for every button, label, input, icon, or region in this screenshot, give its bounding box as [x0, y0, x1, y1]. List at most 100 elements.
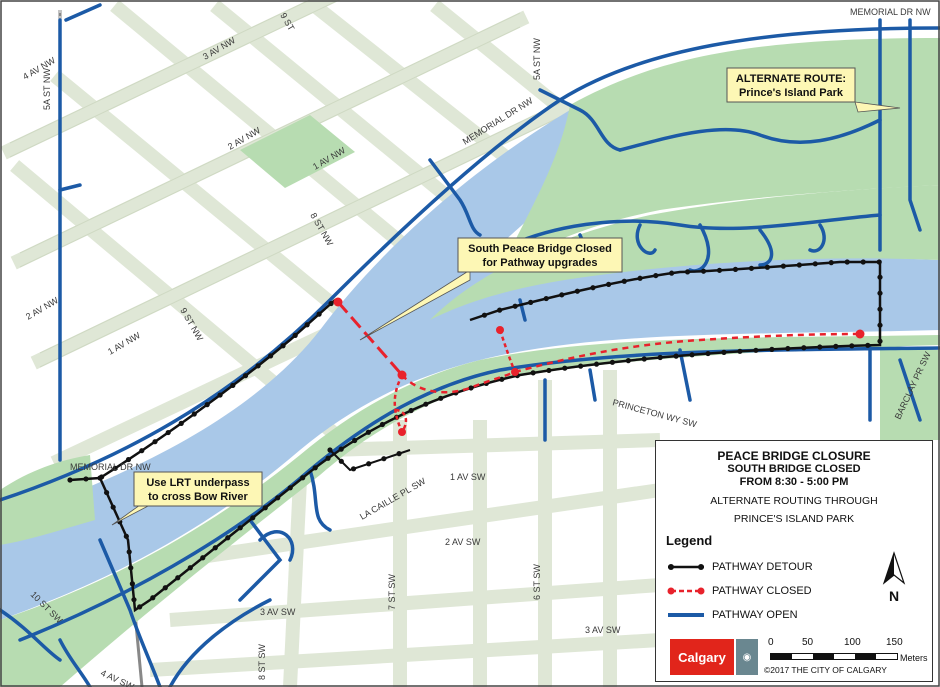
park-west: [0, 455, 95, 545]
detour-dot: [242, 373, 249, 379]
north-arrow-icon: [882, 551, 906, 585]
detour-dot: [129, 581, 135, 587]
detour-dot: [828, 260, 834, 266]
detour-dot: [83, 476, 89, 482]
detour-line-icon: [668, 564, 704, 570]
detour-dot: [543, 295, 549, 302]
detour-dot: [67, 477, 73, 483]
detour-dot: [325, 455, 331, 461]
bridge-closed-subtitle: for Pathway upgrades: [483, 257, 598, 269]
detour-dot: [468, 385, 474, 391]
detour-dot: [669, 270, 675, 276]
lrt-callout-line1: Use LRT underpass: [146, 477, 249, 489]
detour-dot: [304, 322, 310, 328]
open-line-icon: [668, 613, 704, 617]
detour-dot: [877, 338, 883, 344]
legend-item-open: PATHWAY OPEN: [666, 607, 798, 623]
detour-dot: [152, 439, 158, 445]
detour-dot: [689, 352, 695, 358]
callout-bridge-closed: South Peace Bridge Closed for Pathway up…: [359, 237, 623, 341]
detour-dot: [737, 348, 743, 354]
label-3av-sw: 3 AV SW: [260, 607, 296, 617]
detour-dot: [673, 353, 679, 359]
city-crest-icon: ◉: [736, 639, 758, 675]
scale-tick-50: 50: [802, 637, 814, 648]
legend-heading: Legend: [666, 533, 713, 548]
detour-dot: [381, 456, 387, 462]
detour-dot: [833, 343, 839, 349]
alternate-route-subtitle: Prince's Island Park: [739, 87, 844, 99]
detour-dot: [609, 359, 616, 365]
detour-dot: [621, 278, 627, 284]
pathway-open-network: [0, 3, 940, 687]
detour-dot: [637, 275, 643, 281]
detour-dot: [753, 347, 759, 353]
detour-dot: [187, 565, 193, 571]
legend-subtitle-2: FROM 8:30 - 5:00 PM: [739, 476, 849, 488]
legend-alt-1: ALTERNATE ROUTING THROUGH: [710, 495, 878, 507]
detour-dot: [139, 448, 145, 454]
detour-dot: [865, 342, 871, 348]
detour-dot: [877, 306, 883, 312]
detour-dot: [131, 597, 137, 603]
park-south-bank: [0, 335, 940, 687]
detour-dot: [785, 345, 791, 352]
label-8-st-sw: 8 ST SW: [257, 644, 267, 680]
detour-dot: [559, 292, 565, 298]
detour-dot: [396, 451, 402, 457]
detour-dot: [250, 515, 256, 521]
detour-dot: [877, 290, 883, 296]
detour-dot: [268, 353, 274, 359]
detour-dot: [316, 311, 322, 317]
detour-dot: [280, 343, 286, 349]
detour-dot: [327, 447, 333, 453]
legend-closed-label: PATHWAY CLOSED: [712, 585, 812, 597]
label-7-st-sw: 7 ST SW: [387, 574, 397, 610]
detour-dot: [817, 344, 823, 350]
detour-dot: [275, 495, 281, 501]
detour-dot: [175, 575, 181, 581]
detour-dot: [732, 266, 739, 272]
detour-dots: [67, 259, 883, 610]
detour-dot: [352, 437, 358, 444]
detour-dot: [262, 505, 268, 511]
detour-dot: [844, 259, 850, 265]
detour-dot: [165, 429, 171, 436]
detour-dot: [684, 269, 691, 275]
legend-item-detour: PATHWAY DETOUR: [666, 559, 813, 575]
detour-dot: [877, 322, 883, 328]
detour-dot: [103, 489, 110, 496]
detour-dot: [300, 475, 306, 481]
detour-dot: [97, 475, 103, 481]
detour-dot: [625, 358, 631, 364]
detour-dot: [191, 411, 197, 417]
detour-dot: [497, 307, 503, 313]
detour-dot: [338, 458, 344, 464]
detour-dot: [225, 535, 231, 541]
detour-dot: [350, 466, 357, 472]
label-5a-st-nw: 5A ST NW: [42, 68, 52, 110]
detour-dot: [178, 420, 184, 426]
detour-dot: [128, 565, 134, 571]
detour-dot: [137, 604, 143, 610]
detour-dot: [528, 299, 534, 305]
detour-dot: [769, 346, 775, 352]
detour-dot: [112, 465, 118, 471]
scale-bar: 0 50 100 150 Meters ©2017 THE CITY OF CA…: [764, 637, 930, 677]
scale-tick-150: 150: [886, 637, 903, 648]
detour-dot: [801, 345, 807, 351]
detour-dot: [292, 332, 298, 338]
legend-title: PEACE BRIDGE CLOSURE: [717, 449, 871, 463]
detour-dot: [512, 303, 518, 309]
detour-dot: [860, 259, 866, 265]
detour-dot: [230, 382, 236, 389]
callout-lrt-underpass: Use LRT underpass to cross Bow River: [111, 471, 263, 526]
label-5a-st-nw-north: 5A ST NW: [532, 38, 542, 80]
detour-dot: [379, 421, 385, 428]
north-arrow: N: [874, 551, 914, 604]
detour-dot: [366, 461, 372, 467]
detour-dot: [200, 555, 206, 561]
detour-dot: [546, 367, 552, 374]
